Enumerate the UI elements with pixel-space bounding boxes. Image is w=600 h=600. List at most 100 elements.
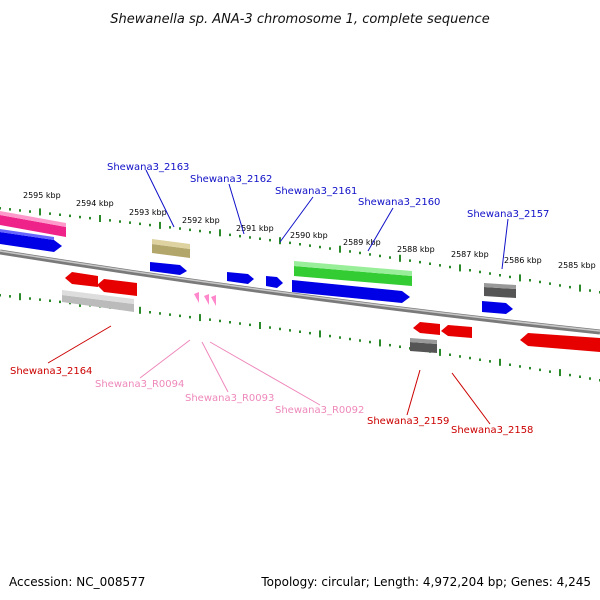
ruler-minor-tick (239, 234, 241, 238)
ruler-minor-tick (369, 340, 371, 344)
ruler-major-tick (19, 293, 21, 301)
trna-r0094[interactable] (194, 292, 199, 303)
ruler-minor-tick (379, 254, 381, 258)
leader-r0092 (209, 341, 321, 406)
gene-red-1[interactable] (65, 272, 98, 287)
ruler-minor-tick (329, 247, 331, 250)
ruler-minor-tick (249, 323, 251, 327)
ruler-major-tick (279, 237, 281, 245)
ruler-minor-tick (459, 355, 461, 358)
ruler-minor-tick (369, 253, 371, 256)
leader-r0093 (201, 341, 229, 393)
ruler-minor-tick (499, 274, 501, 277)
ruler-minor-tick (79, 215, 81, 219)
ruler-minor-tick (29, 297, 31, 300)
gene-label-r0093[interactable]: Shewana3_R0093 (185, 393, 274, 404)
ruler-major-tick (519, 274, 521, 282)
ruler-major-tick (219, 229, 221, 237)
ruler-major-tick (99, 215, 101, 222)
ruler-minor-tick (359, 251, 361, 255)
kbp-label: 2587 kbp (451, 250, 489, 259)
gene-blue-2160[interactable] (292, 280, 410, 303)
ruler-minor-tick (289, 329, 291, 332)
ruler-minor-tick (539, 280, 541, 284)
gene-darkgray[interactable] (410, 342, 437, 353)
ruler-minor-tick (209, 231, 211, 234)
gene-label-2163[interactable]: Shewana3_2163 (107, 162, 189, 173)
kbp-label: 2592 kbp (182, 216, 220, 225)
ruler-minor-tick (9, 295, 11, 298)
ruler-minor-tick (199, 229, 201, 233)
ruler-minor-tick (449, 353, 451, 356)
gene-label-2162[interactable]: Shewana3_2162 (190, 174, 272, 185)
ruler-minor-tick (49, 212, 51, 215)
gene-label-2161[interactable]: Shewana3_2161 (275, 186, 357, 197)
ruler-minor-tick (149, 223, 151, 227)
ruler-minor-tick (239, 322, 241, 325)
ruler-minor-tick (269, 326, 271, 329)
ruler-major-tick (379, 339, 381, 347)
gene-label-2157[interactable]: Shewana3_2157 (467, 209, 549, 220)
gene-blue-small[interactable] (266, 276, 283, 288)
gene-khaki[interactable] (152, 244, 190, 258)
ruler-minor-tick (289, 241, 291, 245)
ruler-minor-tick (569, 373, 571, 377)
ruler-major-tick (199, 314, 201, 322)
gene-label-2160[interactable]: Shewana3_2160 (358, 197, 440, 208)
ruler-minor-tick (349, 337, 351, 341)
kbp-label: 2595 kbp (23, 191, 61, 200)
trna-r0092[interactable] (211, 295, 216, 306)
kbp-label: 2593 kbp (129, 208, 167, 217)
gene-blue-2157[interactable] (482, 301, 513, 314)
trna-r0093[interactable] (204, 294, 209, 305)
gene-label-2159[interactable]: Shewana3_2159 (367, 416, 449, 427)
gene-label-r0092[interactable]: Shewana3_R0092 (275, 405, 364, 416)
ruler-minor-tick (9, 208, 11, 211)
ruler-major-tick (559, 369, 561, 377)
gene-red-2158[interactable] (441, 325, 472, 338)
ruler-minor-tick (329, 334, 331, 338)
ruler-minor-tick (479, 358, 481, 361)
kbp-label: 2594 kbp (76, 199, 114, 208)
gene-blue-left[interactable] (0, 232, 62, 252)
ruler-minor-tick (49, 299, 51, 302)
gene-label-r0094[interactable]: Shewana3_R0094 (95, 379, 184, 390)
gene-label-2158[interactable]: Shewana3_2158 (451, 425, 533, 436)
ruler-minor-tick (489, 272, 491, 275)
gene-green[interactable] (294, 266, 412, 286)
ruler-minor-tick (439, 264, 441, 267)
ruler-major-tick (139, 306, 141, 314)
ruler-minor-tick (149, 311, 151, 314)
ruler-major-tick (499, 358, 501, 366)
ruler-minor-tick (319, 245, 321, 249)
gene-blue-2162[interactable] (227, 272, 254, 284)
ruler-minor-tick (509, 363, 511, 366)
ruler-minor-tick (519, 365, 521, 368)
gene-blue-2163[interactable] (150, 262, 187, 275)
ruler-minor-tick (419, 260, 421, 264)
kbp-label: 2588 kbp (397, 245, 435, 254)
ruler-minor-tick (39, 298, 41, 301)
gene-red-2[interactable] (97, 279, 137, 296)
chromosome-backbone (0, 249, 600, 335)
ruler-minor-tick (0, 207, 1, 210)
ruler-major-tick (579, 284, 581, 292)
kbp-label: 2589 kbp (343, 238, 381, 247)
ruler-minor-tick (229, 321, 231, 324)
ruler-minor-tick (109, 219, 111, 222)
gene-red-2159[interactable] (413, 322, 440, 335)
leader-2160 (367, 207, 394, 252)
ruler-minor-tick (189, 228, 191, 232)
gene-pink[interactable] (0, 215, 66, 237)
ruler-minor-tick (309, 331, 311, 335)
ruler-minor-tick (19, 209, 21, 212)
ruler-minor-tick (0, 294, 1, 297)
gene-gray-2157[interactable] (484, 287, 516, 298)
kbp-label: 2586 kbp (504, 256, 542, 265)
gene-red-right[interactable] (520, 333, 600, 352)
gene-labels: Shewana3_2163 Shewana3_2162 Shewana3_216… (10, 162, 549, 436)
gene-label-2164[interactable]: Shewana3_2164 (10, 366, 92, 377)
ruler-minor-tick (559, 284, 561, 287)
gene-lightgray[interactable] (62, 295, 134, 312)
